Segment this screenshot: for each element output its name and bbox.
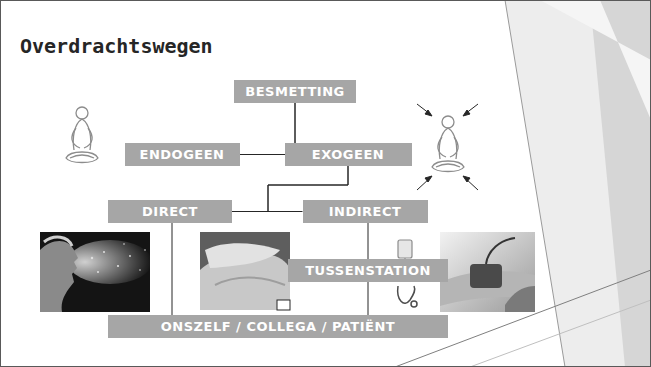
sneeze-photo	[40, 232, 152, 312]
box-label: ENDOGEEN	[140, 143, 225, 166]
process-box: EXOGEEN	[285, 143, 412, 166]
stethoscope-icon	[398, 286, 417, 307]
connector-line	[368, 223, 369, 259]
process-box: ENDOGEEN	[125, 143, 240, 166]
blood-pressure-photo	[440, 232, 535, 312]
box-label: BESMETTING	[245, 80, 344, 103]
box-label: DIRECT	[142, 200, 198, 223]
box-label: ONSZELF / COLLEGA / PATIËNT	[161, 315, 395, 338]
process-box: INDIRECT	[303, 200, 428, 223]
process-box: TUSSENSTATION	[288, 259, 448, 282]
inward-arrows	[417, 104, 478, 190]
process-box: ONSZELF / COLLEGA / PATIËNT	[108, 315, 448, 338]
box-label: EXOGEEN	[312, 143, 384, 166]
connector-line	[368, 282, 369, 315]
meditating-figure	[432, 116, 464, 172]
connector-line	[172, 223, 173, 315]
process-box: DIRECT	[108, 200, 232, 223]
slide-title: Overdrachtswegen	[20, 34, 213, 58]
box-label: INDIRECT	[329, 200, 402, 223]
process-box: BESMETTING	[234, 80, 356, 103]
small-frame	[277, 300, 290, 310]
meditating-figure	[66, 107, 98, 163]
hands-photo	[200, 232, 290, 310]
box-label: TUSSENSTATION	[305, 259, 431, 282]
